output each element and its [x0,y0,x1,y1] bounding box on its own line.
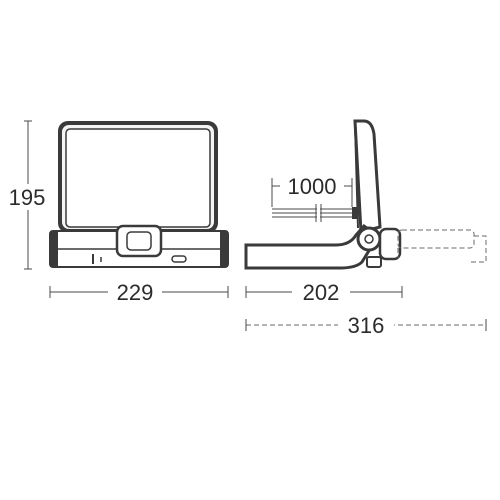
side-view [244,119,487,270]
dim-depth-text-bg [292,279,350,305]
front-base-slot [171,255,187,263]
dimension-lines [2,120,487,338]
dim-width-text-bg [108,279,162,305]
front-base-right-cap [220,231,228,267]
sensor-extended-tip [470,235,487,263]
dimension-labels: 195 229 202 316 1000 [9,174,385,338]
dim-depth-label: 202 [303,280,340,305]
cable-gland [352,207,358,219]
front-panel-inner [65,128,211,228]
sensor-extended-outline [397,229,475,249]
side-lamp-head [353,119,382,234]
front-view [49,121,229,268]
front-base-left-cap [50,231,58,267]
dim-height-label: 195 [9,185,46,210]
dim-total-text-bg [338,312,394,338]
dim-cable-text-bg [280,173,344,199]
dim-height-text-bg [2,184,52,210]
side-sensor-body [378,227,402,261]
side-bracket [244,223,381,270]
side-sensor-mount [366,256,382,268]
cable-break-gap [317,205,320,221]
sensor-lens [126,231,152,251]
cable [272,204,358,222]
dim-width-label: 229 [117,280,154,305]
dim-cable-label: 1000 [288,174,337,199]
dim-total-label: 316 [348,313,385,338]
side-pivot-hub [364,234,374,244]
